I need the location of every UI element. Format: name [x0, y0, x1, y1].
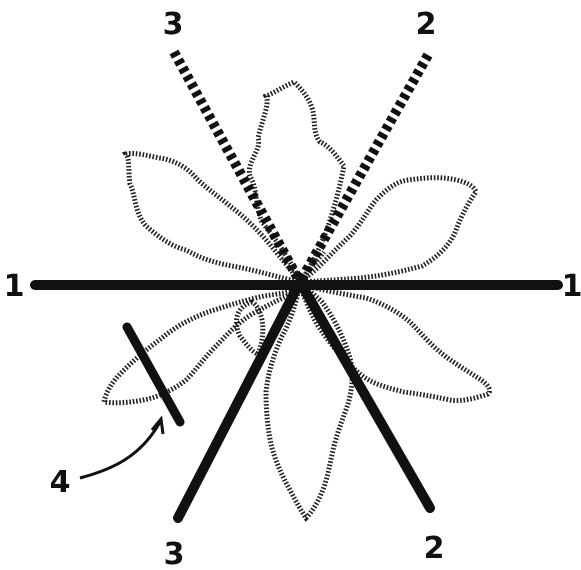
marker-4-line — [122, 322, 185, 427]
label-1-right: 1 — [562, 269, 581, 304]
label-4: 4 — [50, 465, 71, 500]
label-2-top: 2 — [416, 7, 437, 42]
leaf-lower-left — [101, 287, 301, 406]
line-2-lower-solid — [295, 277, 435, 513]
leaf-outlines — [101, 79, 493, 522]
leaf-stem-upper-right — [298, 250, 326, 284]
line-2-upper-dashed — [295, 52, 433, 285]
label-2-bottom: 2 — [424, 531, 445, 566]
label-1-left: 1 — [4, 269, 25, 304]
line-3-upper-dashed — [169, 49, 305, 285]
label-3-bottom: 3 — [164, 537, 185, 570]
leaf-upper-center — [246, 79, 347, 288]
leaf-lower-center — [263, 279, 355, 522]
label-3-top: 3 — [163, 7, 184, 42]
leaf-lower-right — [296, 280, 493, 403]
marker-4-arrowhead — [150, 415, 165, 435]
marker-4-leader — [79, 421, 162, 480]
leaf-upper-left — [121, 151, 306, 286]
leaf-lower-left-inner — [234, 299, 266, 358]
line-3-lower-solid — [173, 277, 305, 523]
leaf-upper-right — [290, 175, 479, 286]
